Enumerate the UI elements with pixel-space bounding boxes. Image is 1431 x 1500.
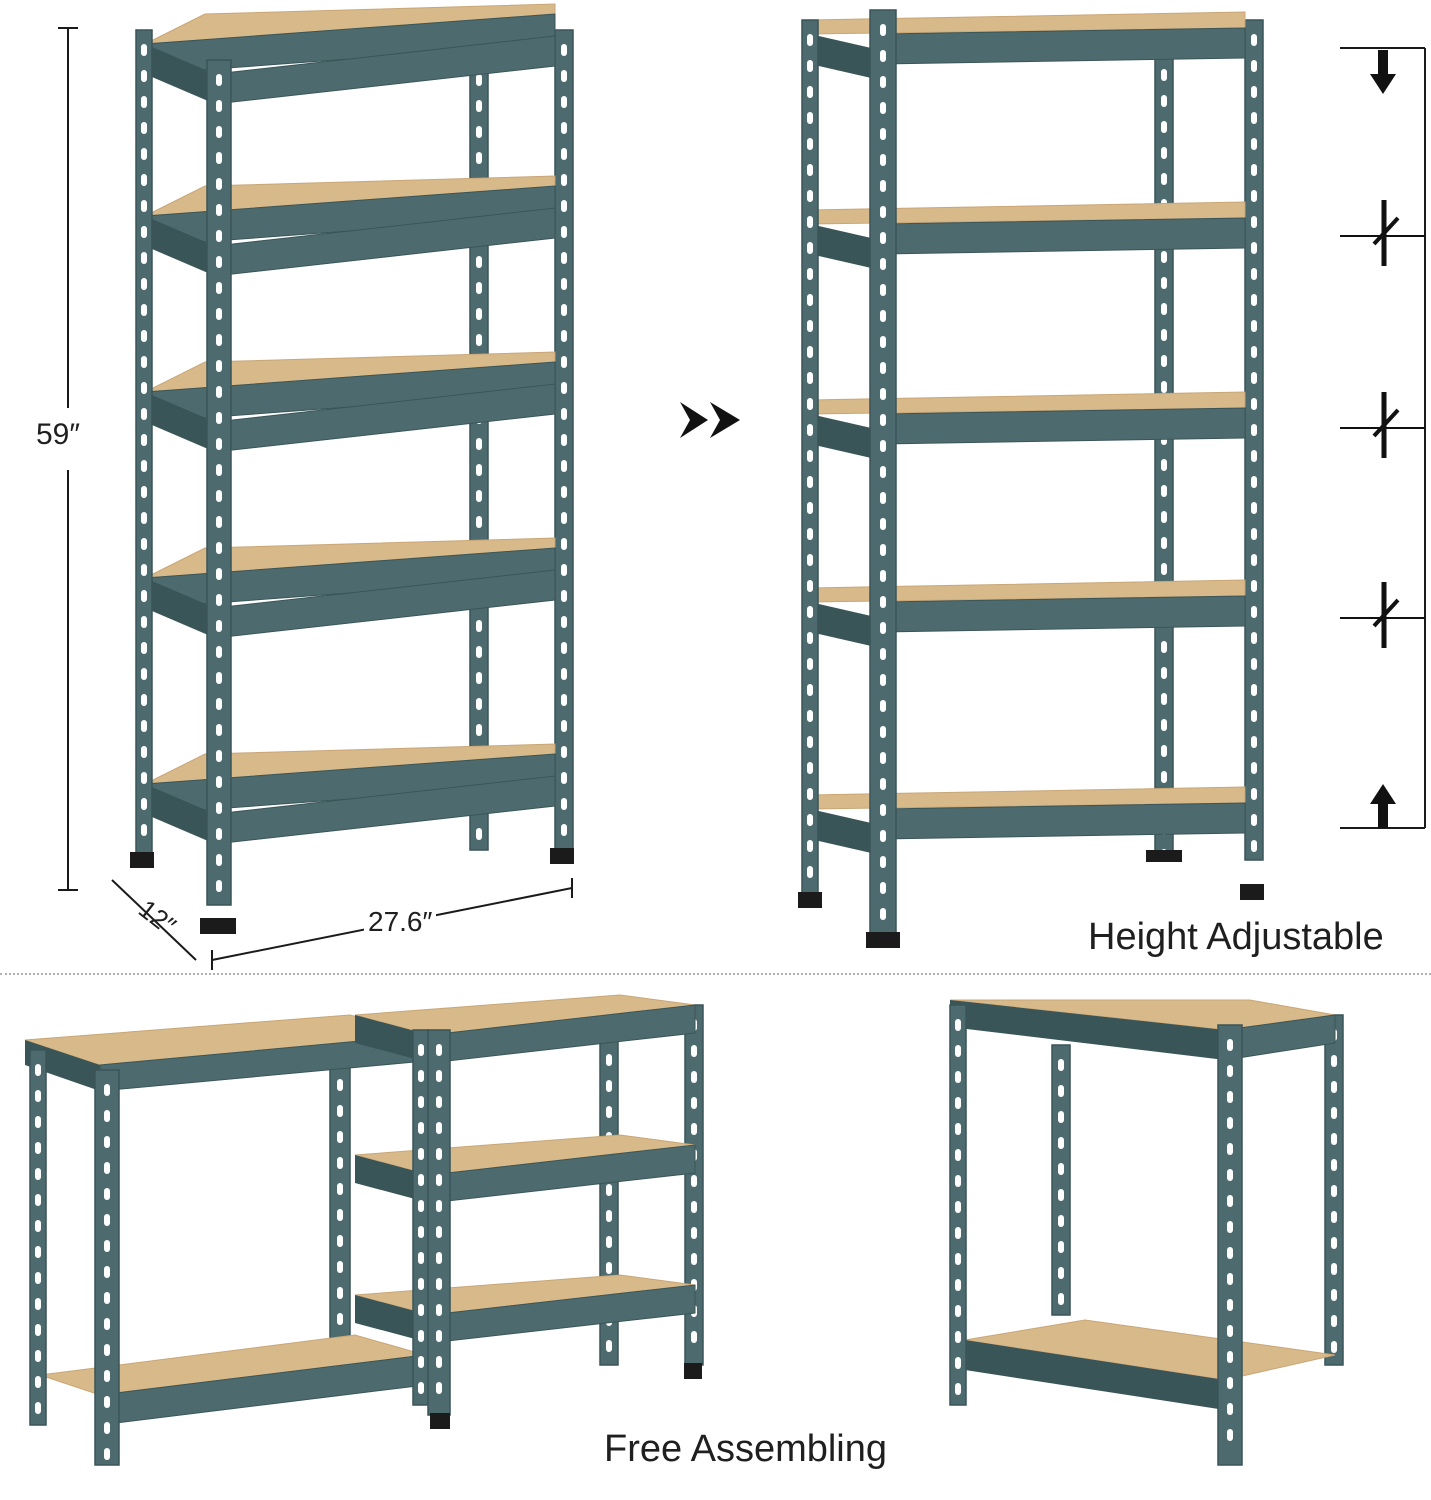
shelf-unit-5-tier-right <box>798 9 1426 948</box>
height-adjustable-panel <box>780 0 1431 970</box>
free-assembling-caption: Free Assembling <box>604 1428 888 1470</box>
shelf-side-beam <box>355 1155 430 1203</box>
shelf-side-beam <box>810 34 880 80</box>
shelf-side-beam <box>355 1015 430 1063</box>
shelf-front-beam <box>879 27 1246 65</box>
shelf-front-beam <box>879 802 1246 840</box>
shelf-front-beam <box>879 595 1246 633</box>
rubber-foot <box>550 848 574 864</box>
rubber-foot <box>200 918 236 934</box>
adjust-slash-icon <box>1340 196 1425 268</box>
section-divider <box>0 973 1431 975</box>
arrow-up-icon <box>1370 784 1396 830</box>
shelf-side-beam <box>810 414 880 460</box>
shelf-dimensions-panel: 59″ 12″ 27.6″ <box>0 0 640 970</box>
shelf-front-beam <box>879 407 1246 445</box>
shelf-side-beam <box>810 602 880 648</box>
upright-post <box>1244 19 1264 861</box>
shelf-side-beam <box>145 392 215 452</box>
shelf-unit-5-tier-left <box>58 3 574 970</box>
free-assembling-panel <box>0 985 930 1500</box>
upright-post <box>206 59 232 906</box>
rubber-foot <box>1240 884 1264 900</box>
shelf-unit-2-tier <box>949 999 1344 1466</box>
height-dimension-label: 59″ <box>36 418 80 451</box>
shelf-side-beam <box>145 216 215 276</box>
upright-post <box>412 1029 430 1406</box>
adjust-slash-icon <box>1340 578 1425 650</box>
shelf-side-beam <box>355 1295 430 1343</box>
shelf-side-beam <box>145 578 215 638</box>
two-tier-panel <box>930 985 1431 1500</box>
rubber-foot <box>866 932 900 948</box>
rubber-foot <box>684 1363 702 1379</box>
width-dimension-label: 27.6″ <box>364 906 437 938</box>
combined-shelf-units <box>24 994 704 1466</box>
shelf-front-beam <box>879 217 1246 255</box>
double-chevron-right-icon <box>678 400 748 440</box>
rubber-foot <box>1146 850 1182 862</box>
upright-post <box>29 1049 47 1426</box>
rubber-foot <box>798 892 822 908</box>
shelf-side-beam <box>145 784 215 844</box>
adjust-slash-icon <box>1340 388 1425 460</box>
shelf-side-beam <box>145 44 215 104</box>
upright-post <box>1051 1044 1071 1316</box>
rubber-foot <box>430 1413 450 1429</box>
shelf-side-beam <box>965 1340 1225 1410</box>
height-adjustable-caption: Height Adjustable <box>1088 916 1384 958</box>
arrow-down-icon <box>1370 50 1396 96</box>
shelf-side-beam <box>810 809 880 855</box>
shelf-side-beam <box>950 1000 1225 1060</box>
rubber-foot <box>130 852 154 868</box>
shelf-side-beam <box>810 224 880 270</box>
